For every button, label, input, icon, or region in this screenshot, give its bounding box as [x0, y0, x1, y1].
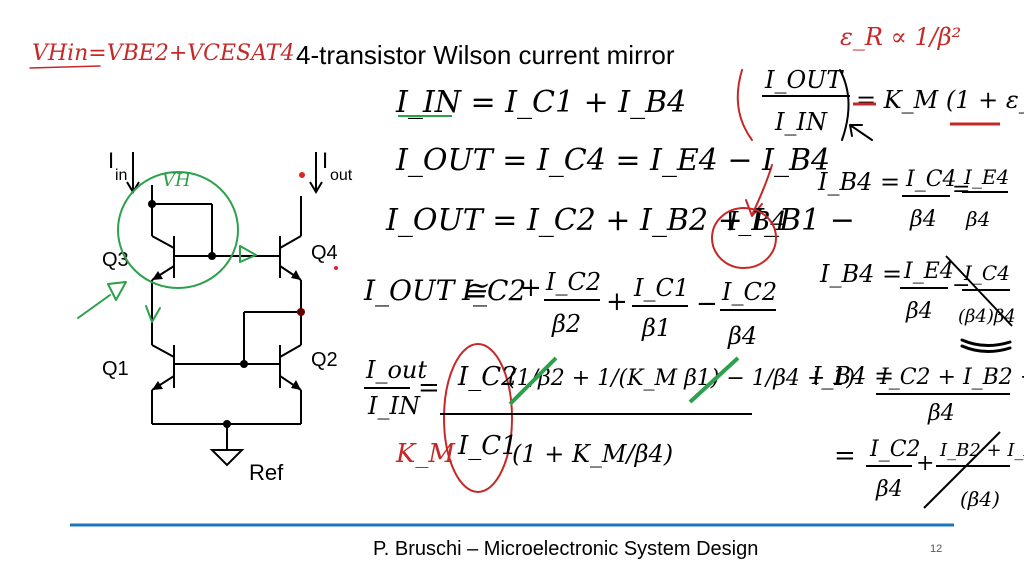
svg-text:=: =	[834, 441, 856, 471]
r1-lhs: I_B4 =	[817, 168, 900, 196]
eq4-t4-num: I_C2	[721, 278, 777, 306]
r1-den: β4	[909, 207, 937, 232]
r2-lhs: I_B4 =	[819, 260, 902, 288]
ratio-numerator: I_OUT	[764, 66, 844, 94]
red-marks	[299, 172, 338, 270]
eq4-t1: I_C2	[461, 274, 526, 307]
eq5-ic2: I_C2	[457, 362, 518, 392]
eq5-lhs-den: I_IN	[367, 392, 421, 420]
r4-den: β4	[875, 477, 903, 502]
svg-text:−: −	[952, 273, 970, 298]
q2-label: Q2	[311, 349, 338, 371]
emitter-arrows	[152, 270, 301, 390]
ic-ratio-ellipse	[443, 343, 513, 493]
r3-num: I_C2 + I_B2 + I_B1	[879, 365, 1024, 390]
r1-den2: β4	[965, 207, 990, 231]
eq5-den-bracket: (1 + K_M/β4)	[512, 440, 673, 468]
wilson-schematic	[126, 152, 323, 467]
q4-label: Q4	[311, 242, 338, 264]
error-proportional: ε_R ∝ 1/β²	[840, 23, 961, 51]
eq4-lhs: I_OUT ≅	[363, 274, 488, 307]
eq5-lhs-num: I_out	[365, 356, 427, 384]
r3-den: β4	[927, 401, 955, 426]
svg-text:=: =	[418, 373, 440, 403]
footer-text: P. Bruschi – Microelectronic System Desi…	[373, 538, 759, 560]
km-label: K_M	[395, 439, 456, 469]
iin-label: I	[108, 148, 114, 173]
iout-subscript: out	[330, 167, 353, 184]
r4-den2: (β4)	[960, 487, 1000, 511]
eq-iout-ic4: I_OUT = I_C4 = I_E4 − I_B4	[395, 143, 830, 178]
eq-iin: I_IN = I_C1 + I_B4	[395, 85, 686, 120]
page-number: 12	[930, 543, 943, 555]
r3-lhs: I_B4 =	[811, 362, 894, 390]
ratio-denominator: I_IN	[774, 108, 828, 136]
svg-text:+: +	[916, 451, 934, 476]
r4-num: I_C2	[869, 437, 921, 462]
eq4-t2-den: β2	[551, 310, 581, 338]
eq4-t2-num: I_C2	[545, 268, 601, 296]
q1-label: Q1	[102, 358, 129, 380]
svg-text:=: =	[952, 177, 970, 202]
svg-text:+: +	[606, 287, 628, 317]
ref-label: Ref	[249, 460, 284, 485]
eq5-bracket: (1/β2 + 1/(K_M β1) − 1/β4 + 1)	[508, 366, 855, 391]
eq4-t4-den: β4	[727, 322, 757, 350]
ratio-rhs: = K_M (1 + ε_R)	[856, 86, 1024, 114]
r2-den2: (β4)β4	[958, 306, 1016, 327]
eq4-t3-num: I_C1	[633, 274, 689, 302]
green-annotations	[77, 171, 257, 323]
r2-den: β4	[905, 299, 933, 324]
eq-iout-ib4: I_B4	[727, 207, 787, 237]
junction-dots	[148, 200, 305, 428]
vh-label: VH	[162, 170, 191, 191]
eq5-ic1: I_C1	[457, 431, 518, 461]
slide-title: 4-transistor Wilson current mirror	[296, 40, 675, 70]
r2-num: I_E4	[903, 259, 954, 284]
eq4-t3-den: β1	[641, 314, 671, 342]
svg-text:−: −	[696, 289, 718, 319]
r1-num2: I_E4	[963, 165, 1009, 189]
iin-subscript: in	[115, 167, 127, 184]
ib4-circle	[711, 207, 777, 269]
vhin-equation: VHin=VBE2+VCESAT4	[32, 41, 294, 66]
q3-label: Q3	[102, 249, 129, 271]
eq-iout-sum: I_OUT = I_C2 + I_B2 + I_B1 −	[385, 203, 855, 238]
svg-text:+: +	[520, 273, 542, 303]
r1-num: I_C4	[905, 167, 957, 192]
iout-label: I	[322, 148, 328, 173]
